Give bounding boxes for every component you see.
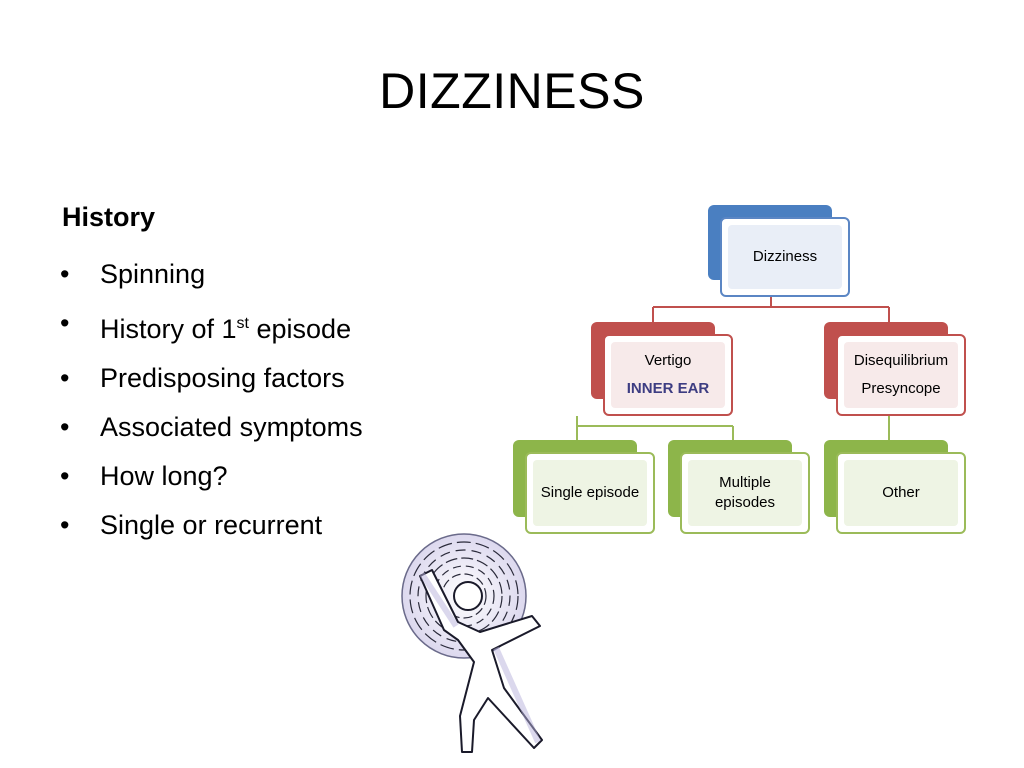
bullet-item: • Predisposing factors [60,354,363,403]
bullet-icon: • [60,363,70,393]
bullet-text: Single or recurrent [100,510,323,540]
bullet-text: Spinning [100,259,206,289]
bullet-text: History of 1 [100,314,237,344]
bullet-item: • Spinning [60,250,363,299]
bullet-superscript: st [236,315,249,332]
bullet-icon: • [60,308,70,338]
node-label: Single episode [540,484,640,501]
diagram-node-vertigo: Vertigo INNER EAR [591,322,733,416]
bullet-list: • Spinning • History of 1st episode • Pr… [60,250,363,550]
node-label: Multiple episodes [714,474,776,511]
section-heading: History [62,202,156,232]
bullet-icon: • [60,412,70,442]
diagram-node-multiple-episodes: Multiple episodes [668,440,810,534]
bullet-text: Associated symptoms [100,412,363,442]
node-sublabel: Presyncope [861,380,941,397]
diagram-node-dizziness: Dizziness [708,205,850,297]
dizzy-person-icon [401,533,543,753]
diagram-node-single-episode: Single episode [513,440,655,534]
node-label: Disequilibrium [853,352,949,369]
bullet-item: • How long? [60,452,363,501]
node-label: Vertigo [644,352,692,369]
bullet-text-continued: episode [249,314,352,344]
diagram-node-disequilibrium: Disequilibrium Presyncope [824,322,966,416]
diagram-node-other: Other [824,440,966,534]
slide-title: DIZZINESS [379,63,645,119]
node-label: Dizziness [752,248,818,265]
node-label: Other [882,484,920,501]
bullet-text: How long? [100,461,228,491]
bullet-text: Predisposing factors [100,363,345,393]
node-sublabel: INNER EAR [626,380,710,397]
bullet-item: • Single or recurrent [60,501,363,550]
bullet-icon: • [60,259,70,289]
connector-vertigo-to-episodes [576,416,734,440]
bullet-item: • Associated symptoms [60,403,363,452]
bullet-icon: • [60,510,70,540]
bullet-icon: • [60,461,70,491]
bullet-item: • History of 1st episode [60,299,363,354]
